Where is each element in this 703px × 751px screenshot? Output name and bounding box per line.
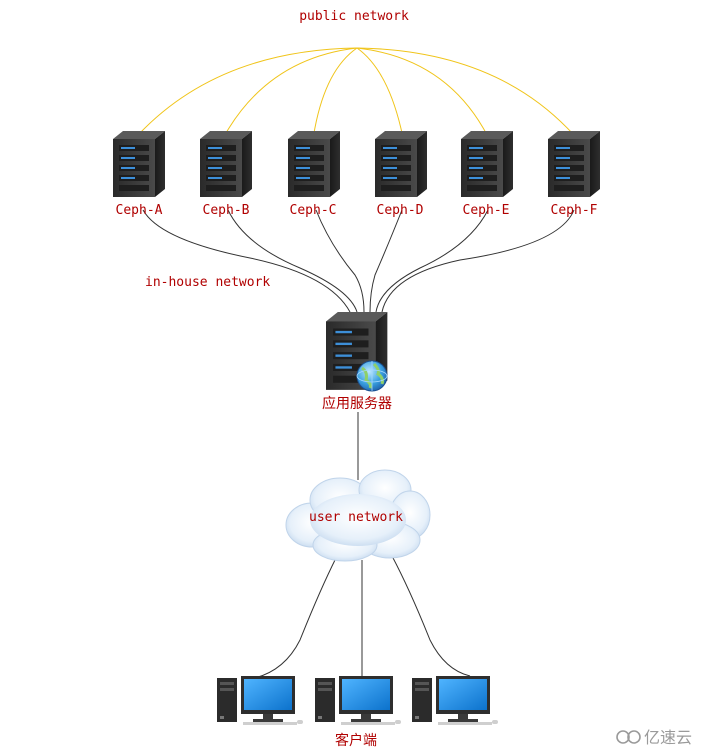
clients-label: 客户端 [335,732,377,749]
inhouse-link-ceph-f [381,209,575,313]
public-link-ceph-f [356,47,573,134]
watermark-logo-icon [616,730,641,744]
ceph-f-label: Ceph-F [551,203,598,218]
ceph-a-label: Ceph-A [116,203,163,218]
watermark-text: 亿速云 [644,728,692,747]
inhouse-link-ceph-c [315,209,365,313]
user-network-cloud: user network [285,469,431,562]
client-workstation-2 [315,676,401,725]
server-icon [113,131,165,197]
ceph-e-label: Ceph-E [463,203,510,218]
ceph-d-label: Ceph-D [377,203,424,218]
user-network-label: user network [309,510,403,525]
server-icon [461,131,513,197]
inhouse-link-ceph-e [375,209,489,313]
public-link-ceph-e [356,47,487,134]
inhouse-link-ceph-b [227,209,358,313]
client-workstation-1 [217,676,303,725]
clients: 客户端 [217,676,498,749]
inhouse-link-ceph-a [142,209,351,313]
ceph-c-label: Ceph-C [290,203,337,218]
user-network-links [254,555,471,679]
storage-servers: Ceph-A Ceph-B Ceph-C Ceph-D Ceph-E Ceph-… [113,131,600,218]
client-workstation-3 [412,676,498,725]
server-ceph-f: Ceph-F [548,131,600,218]
ceph-b-label: Ceph-B [203,203,250,218]
app-server: 应用服务器 [322,312,392,412]
server-ceph-e: Ceph-E [461,131,513,218]
public-link-ceph-d [356,47,403,134]
cloud-icon [285,469,431,562]
client-link-right [391,555,471,677]
server-icon [288,131,340,197]
server-ceph-c: Ceph-C [288,131,340,218]
public-network-label: public network [299,9,409,24]
watermark: 亿速云 [616,728,692,747]
inhouse-link-ceph-d [369,209,403,313]
server-icon [548,131,600,197]
server-ceph-b: Ceph-B [200,131,252,218]
inhouse-network-label: in-house network [145,275,270,290]
public-network-links [139,47,573,134]
public-link-ceph-a [139,47,358,134]
app-server-label: 应用服务器 [322,395,392,412]
server-icon [375,131,427,197]
globe-icon [356,360,388,392]
server-ceph-d: Ceph-D [375,131,427,218]
server-ceph-a: Ceph-A [113,131,165,218]
server-icon [200,131,252,197]
public-link-ceph-b [225,47,358,134]
client-link-left [254,557,337,679]
inhouse-network-links [142,209,575,313]
public-link-ceph-c [313,47,358,134]
